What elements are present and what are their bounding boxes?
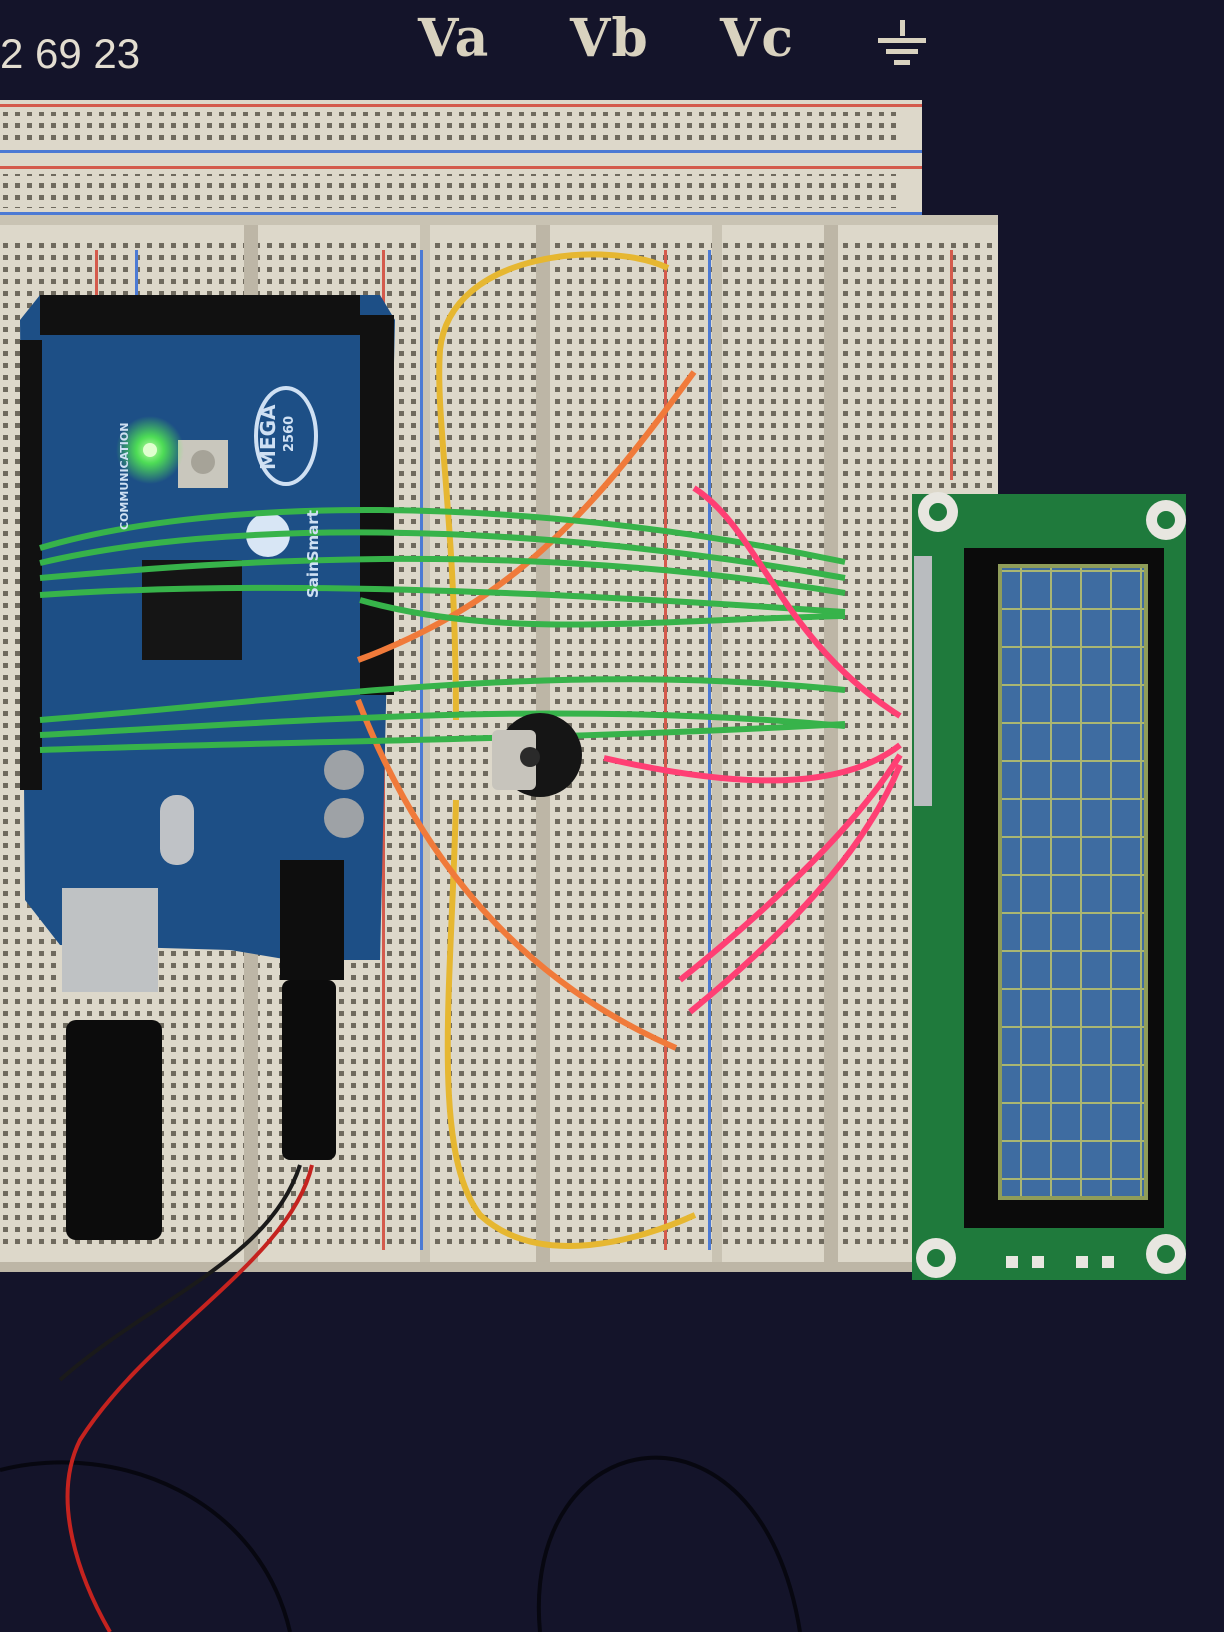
lcd-16x2-module	[912, 492, 1186, 1280]
red-power-wire	[65, 1164, 314, 1632]
green-data-wires	[39, 507, 846, 753]
usb-connector	[62, 888, 158, 992]
black-power-wire	[58, 1164, 302, 1382]
power-jack	[280, 860, 344, 980]
cable-loop-2	[0, 1460, 292, 1632]
arduino-mega-board	[20, 295, 395, 1240]
cable-loop	[536, 1455, 802, 1632]
pink-wires	[603, 485, 903, 1015]
yellow-wire-bottom	[444, 799, 697, 1249]
power-led	[143, 443, 157, 457]
mega-logo-badge	[254, 386, 318, 486]
top-power-rail	[0, 100, 922, 220]
potentiometer	[492, 713, 582, 797]
orange-wire-bottom	[355, 698, 678, 1051]
lcd-screen	[1000, 566, 1146, 1198]
